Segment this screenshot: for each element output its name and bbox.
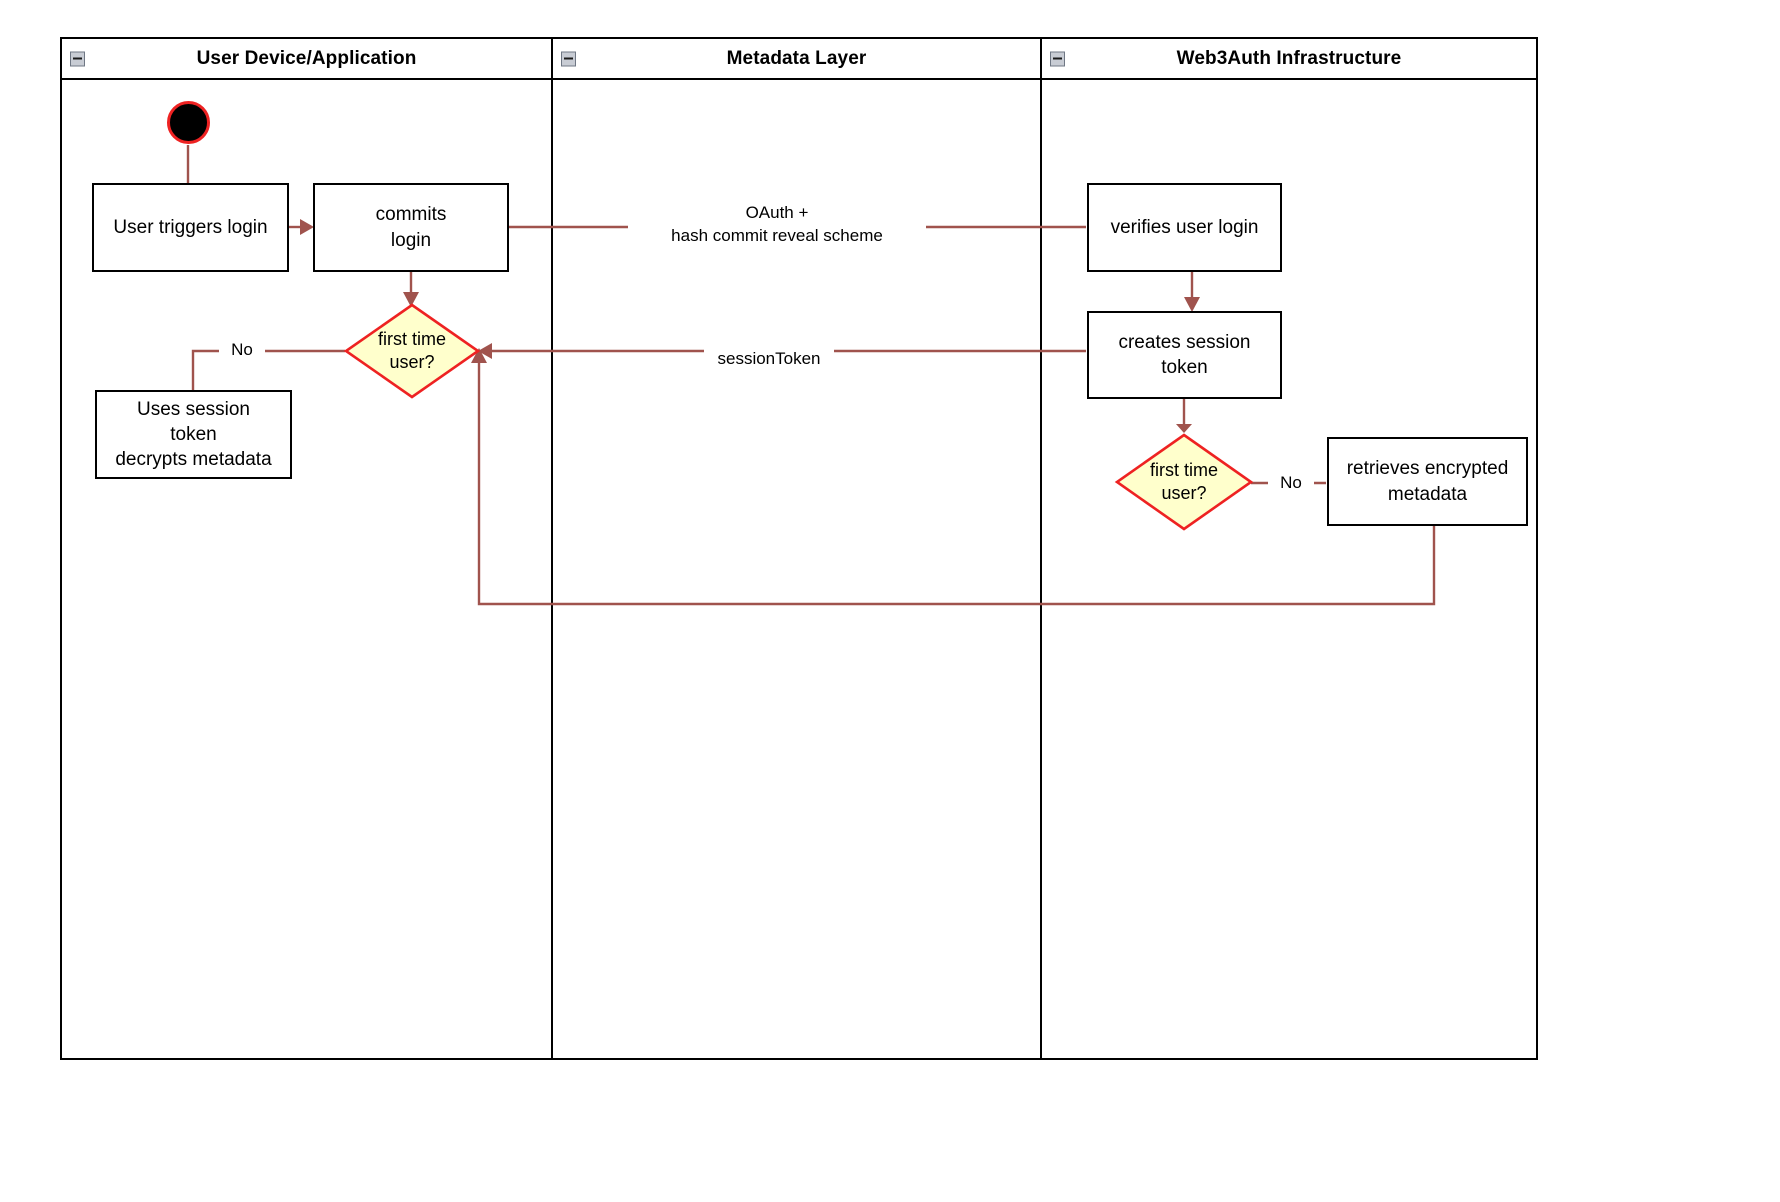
- swimlane-header-metadata-layer[interactable]: Metadata Layer: [551, 37, 1042, 80]
- action-verifies-user-login[interactable]: verifies user login: [1087, 183, 1282, 272]
- edge-label-session-token: sessionToken: [704, 348, 834, 371]
- edge-decision-left-no-to-uses-session-token: [191, 349, 345, 390]
- action-user-triggers-login[interactable]: User triggers login: [92, 183, 289, 272]
- collapse-minus-icon-metadata-layer[interactable]: [561, 51, 576, 66]
- edge-retrieves-encrypted-metadata-return-to-decision-left: [471, 348, 1436, 606]
- decision-first-time-user-right[interactable]: first time user?: [1114, 433, 1254, 531]
- decision-diamond-shape-left: [343, 303, 481, 399]
- edge-verifies-user-login-to-creates-session-token: [1184, 272, 1200, 312]
- action-retrieves-encrypted-metadata[interactable]: retrieves encrypted metadata: [1327, 437, 1528, 526]
- action-uses-session-token-decrypts-metadata[interactable]: Uses session token decrypts metadata: [95, 390, 292, 479]
- action-commits-login[interactable]: commits login: [313, 183, 509, 272]
- swimlane-title-web3auth: Web3Auth Infrastructure: [1176, 47, 1402, 69]
- edge-label-no-left: No: [219, 339, 265, 362]
- edge-user-triggers-login-to-commits-login: [289, 219, 314, 235]
- collapse-minus-icon-web3auth[interactable]: [1050, 51, 1065, 66]
- swimlane-header-user-device[interactable]: User Device/Application: [60, 37, 553, 80]
- decision-first-time-user-left[interactable]: first time user?: [343, 303, 481, 399]
- edge-commits-login-to-decision-left: [403, 272, 419, 307]
- initial-node[interactable]: [167, 101, 210, 144]
- edge-label-no-right: No: [1268, 472, 1314, 495]
- swimlane-title-user-device: User Device/Application: [196, 47, 417, 69]
- swimlane-header-web3auth[interactable]: Web3Auth Infrastructure: [1040, 37, 1538, 80]
- collapse-minus-icon-user-device[interactable]: [70, 51, 85, 66]
- decision-diamond-shape-right: [1114, 433, 1254, 531]
- swimlane-title-metadata-layer: Metadata Layer: [726, 47, 867, 69]
- edge-label-oauth-hash-commit: OAuth + hash commit reveal scheme: [628, 202, 926, 248]
- action-creates-session-token[interactable]: creates session token: [1087, 311, 1282, 399]
